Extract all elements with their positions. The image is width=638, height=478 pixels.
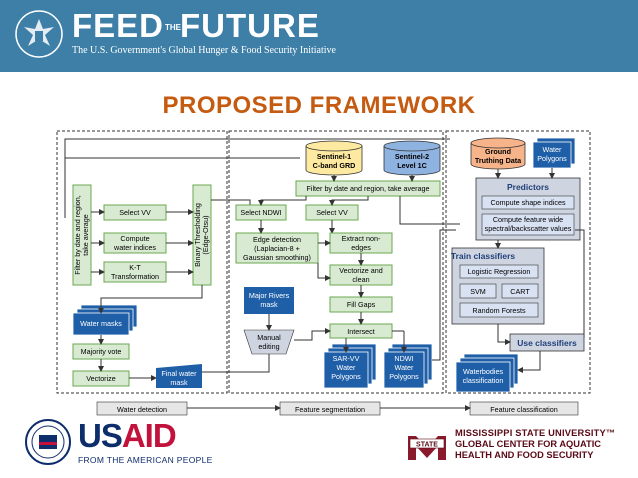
edge-detection-label-1: Edge detection — [253, 235, 301, 244]
fill-gaps-label: Fill Gaps — [347, 300, 376, 309]
predictors-label: Predictors — [507, 182, 549, 192]
feed-the-future-logo: FEEDTHEFUTURE — [72, 7, 320, 44]
compute-indices-label-2: water indices — [113, 243, 156, 252]
sentinel2-cylinder: Sentinel-2 Level 1C — [383, 140, 441, 176]
msu-logo-icon: STATE — [408, 436, 446, 460]
panel-feature-segmentation — [228, 130, 444, 394]
cart-box — [501, 283, 539, 299]
kt-label-1: K-T — [129, 263, 141, 272]
ndwi-label-3: Polygons — [389, 372, 419, 381]
page-title: PROPOSED FRAMEWORK — [162, 92, 476, 119]
usaid-logo: USAID FROM THE AMERICAN PEOPLE — [78, 417, 213, 465]
water-masks-stack: Water masks — [72, 304, 138, 336]
vectorize-left-label: Vectorize — [86, 374, 116, 383]
edge-detection-box — [235, 232, 319, 264]
intersect-label: Intersect — [347, 327, 375, 336]
binary-thresh-label-2: (Edge-Otsu) — [201, 215, 210, 254]
use-classifiers-label: Use classifiers — [517, 338, 577, 348]
select-ndwi-label: Select NDWI — [240, 208, 281, 217]
kt-label-2: Transformation — [111, 272, 159, 281]
panel-feature-classification — [445, 130, 591, 394]
filter-left-box — [72, 184, 92, 286]
random-forests-label: Random Forests — [472, 306, 526, 315]
stage-feature-segmentation-label: Feature segmentation — [295, 405, 365, 414]
waterbodies-label-2: classification — [463, 376, 504, 385]
cart-label: CART — [510, 287, 530, 296]
major-rivers-label-1: Major Rivers — [249, 291, 290, 300]
edge-detection-label-3: Gaussian smoothing) — [243, 253, 311, 262]
feature-wide-label-2: spectral/backscatter values — [485, 224, 572, 233]
compute-indices-label-1: Compute — [120, 234, 149, 243]
manual-editing-label-2: editing — [258, 342, 279, 351]
train-classifiers-label: Train classifiers — [451, 251, 516, 261]
water-polygons-source: Water Polygons — [532, 137, 576, 169]
manual-editing-label-1: Manual — [257, 333, 281, 342]
select-vv-mid-label: Select VV — [316, 208, 348, 217]
panel-water-detection — [56, 130, 228, 394]
msu-wordmark: MISSISSIPPI STATE UNIVERSITY™ GLOBAL CEN… — [455, 428, 616, 460]
filter-left-label-1: Filter by date and region, — [73, 195, 82, 275]
water-polygons-src-label-1: Water — [543, 145, 563, 154]
sentinel2-label-1: Sentinel-2 — [395, 152, 429, 161]
header-banner: FEEDTHEFUTURE The U.S. Government's Glob… — [0, 0, 638, 72]
water-masks-label: Water masks — [80, 319, 122, 328]
edge-detection-label-2: (Laplacian-8 + — [254, 244, 300, 253]
logistic-label: Logistic Regression — [468, 267, 531, 276]
major-rivers-label-2: mask — [260, 300, 278, 309]
filter-left-label-2: take average — [81, 214, 90, 256]
feature-wide-box — [481, 213, 575, 236]
final-mask-label-1: Final water — [161, 369, 197, 378]
ndwi-label-1: NDWI — [394, 354, 413, 363]
stage-feature-classification-label: Feature classification — [490, 405, 558, 414]
extract-edges-label-1: Extract non- — [342, 234, 381, 243]
sar-polygons-stack: SAR-VV Water Polygons — [323, 343, 377, 389]
waterbodies-stack: Waterbodies classification — [455, 353, 519, 393]
select-vv-left-label: Select VV — [119, 208, 151, 217]
sar-label-1: SAR-VV — [333, 354, 360, 363]
vectorize-clean-label-2: clean — [352, 275, 369, 284]
manual-editing-box — [243, 329, 295, 355]
sentinel1-cylinder: Sentinel-1 C-band GRD — [305, 140, 363, 176]
major-rivers-mask-box — [244, 287, 294, 314]
shape-indices-label: Compute shape indices — [490, 198, 566, 207]
sar-label-2: Water — [337, 363, 357, 372]
binary-thresh-label-1: Binary Thresholding — [193, 203, 202, 267]
sentinel1-label-2: C-band GRD — [313, 161, 356, 170]
shape-indices-box — [481, 195, 575, 210]
waterbodies-label-1: Waterbodies — [463, 367, 503, 376]
sentinel2-label-2: Level 1C — [397, 161, 427, 170]
majority-vote-label: Majority vote — [81, 347, 122, 356]
ground-truth-label-2: Truthing Data — [475, 156, 522, 165]
logistic-box — [459, 264, 539, 279]
ground-truth-label-1: Ground — [485, 147, 511, 156]
svg-text:STATE: STATE — [416, 442, 438, 449]
ndwi-polygons-stack: NDWI Water Polygons — [383, 343, 433, 389]
svm-label: SVM — [470, 287, 486, 296]
ndwi-label-2: Water — [395, 363, 415, 372]
sentinel1-label-1: Sentinel-1 — [317, 152, 351, 161]
water-polygons-src-label-2: Polygons — [537, 154, 567, 163]
vectorize-clean-label-1: Vectorize and — [339, 266, 383, 275]
government-seal-icon — [15, 10, 63, 58]
final-mask-label-2: mask — [170, 378, 188, 387]
random-forests-box — [459, 302, 539, 318]
tagline: The U.S. Government's Global Hunger & Fo… — [72, 45, 336, 56]
sar-label-3: Polygons — [331, 372, 361, 381]
feature-wide-label-1: Compute feature wide — [493, 215, 563, 224]
usaid-tagline: FROM THE AMERICAN PEOPLE — [78, 455, 213, 465]
usaid-seal-icon — [25, 419, 71, 465]
svm-box — [459, 283, 497, 299]
stage-water-detection-label: Water detection — [117, 405, 167, 414]
filter-top-label: Filter by date and region, take average — [306, 184, 429, 193]
final-water-mask-box — [156, 364, 202, 388]
extract-edges-label-2: edges — [351, 243, 371, 252]
ground-truth-cylinder: Ground Truthing Data — [470, 137, 526, 170]
